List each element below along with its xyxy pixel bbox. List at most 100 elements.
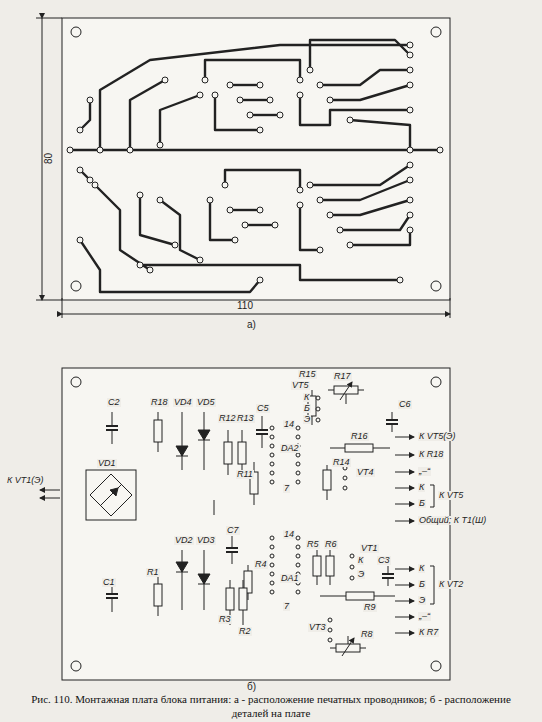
part-label: R6	[324, 540, 338, 549]
solder-pad	[407, 227, 413, 233]
part-label: R17	[333, 372, 352, 381]
solder-pad	[270, 590, 274, 594]
solder-pad	[157, 142, 163, 148]
part-label: К R7	[418, 628, 439, 637]
solder-pad	[297, 202, 303, 208]
part-label: R8	[360, 630, 374, 639]
solder-pad	[197, 92, 203, 98]
part-label: К	[357, 556, 364, 565]
figure-caption: Рис. 110. Монтажная плата блока питания:…	[20, 692, 522, 721]
solder-pad	[297, 77, 303, 83]
solder-pad	[257, 127, 263, 133]
jumper-wire	[214, 500, 215, 515]
part-label: Б	[418, 499, 426, 508]
part-label: К VT5(Э)	[418, 432, 457, 441]
solder-pad	[407, 177, 413, 183]
solder-pad	[267, 97, 273, 103]
solder-pad	[272, 222, 278, 228]
dimension-label: 110	[236, 301, 254, 311]
solder-pad	[257, 277, 263, 283]
solder-pad	[270, 554, 274, 558]
solder-pad	[296, 426, 300, 430]
solder-pad	[270, 471, 274, 475]
solder-pad	[257, 207, 263, 213]
solder-pad	[202, 77, 208, 83]
part-label: Б	[303, 404, 311, 413]
part-label: VT1	[360, 544, 379, 553]
solder-pad	[270, 444, 274, 448]
solder-pad	[296, 536, 300, 540]
part-label: R14	[332, 458, 351, 467]
part-label: VD4	[173, 398, 193, 407]
solder-pad	[328, 618, 332, 622]
part-label: К VT2	[438, 580, 464, 589]
diode-bridge	[40, 470, 136, 520]
part-label: VD2	[174, 536, 194, 545]
solder-pad	[407, 82, 413, 88]
solder-pad	[407, 107, 413, 113]
dimension-label: а)	[246, 320, 257, 330]
solder-pad	[407, 67, 413, 73]
solder-pad	[407, 42, 413, 48]
solder-pad	[317, 247, 323, 253]
part-label: VD5	[196, 398, 216, 407]
solder-pad	[296, 462, 300, 466]
solder-pad	[307, 67, 313, 73]
part-label: „–“	[418, 612, 431, 621]
solder-pad	[247, 112, 253, 118]
solder-pad	[137, 192, 143, 198]
solder-pad	[296, 545, 300, 549]
solder-pad	[407, 52, 413, 58]
solder-pad	[397, 277, 403, 283]
solder-pad	[137, 262, 143, 268]
dimension-line	[62, 314, 450, 315]
part-label: R2	[238, 627, 252, 636]
solder-pad	[296, 480, 300, 484]
part-label: R12	[218, 414, 237, 423]
part-label: C3	[377, 556, 391, 565]
part-label: К R18	[418, 450, 444, 459]
solder-pad	[270, 453, 274, 457]
solder-pad	[67, 147, 73, 153]
solder-pad	[296, 590, 300, 594]
solder-pad	[316, 407, 320, 411]
solder-pads	[67, 42, 443, 642]
resistor-symbol	[154, 390, 395, 625]
solder-pad	[242, 222, 248, 228]
solder-pad	[270, 581, 274, 585]
part-label: 7	[283, 602, 290, 611]
solder-pad	[343, 476, 347, 480]
solder-pad	[317, 82, 323, 88]
part-label: C2	[107, 398, 121, 407]
solder-pad	[157, 197, 163, 203]
part-label: VT5	[291, 381, 310, 390]
part-label: R11	[236, 470, 254, 479]
solder-pad	[327, 212, 333, 218]
solder-pad	[328, 628, 332, 632]
part-label: R9	[363, 603, 377, 612]
part-label: 7	[283, 484, 290, 493]
part-label: C5	[256, 404, 270, 413]
solder-pad	[317, 197, 323, 203]
part-label: Общий; К Т1(Ш)	[418, 516, 487, 525]
solder-pad	[296, 435, 300, 439]
solder-pad	[207, 197, 213, 203]
part-label: DA1	[280, 574, 300, 583]
solder-pad	[270, 572, 274, 576]
solder-pad	[227, 82, 233, 88]
part-label: R16	[350, 432, 369, 441]
solder-pad	[350, 554, 354, 558]
part-label: Э	[357, 570, 365, 579]
solder-pad	[222, 182, 228, 188]
pcb-outline	[62, 18, 450, 300]
solder-pad	[347, 242, 353, 248]
part-label: C7	[226, 526, 240, 535]
solder-pad	[270, 462, 274, 466]
solder-pad	[127, 147, 133, 153]
solder-pad	[92, 182, 98, 188]
solder-pad	[316, 418, 320, 422]
part-label: 14	[283, 530, 295, 539]
dimension-line	[42, 18, 43, 300]
output-leads	[395, 437, 434, 633]
